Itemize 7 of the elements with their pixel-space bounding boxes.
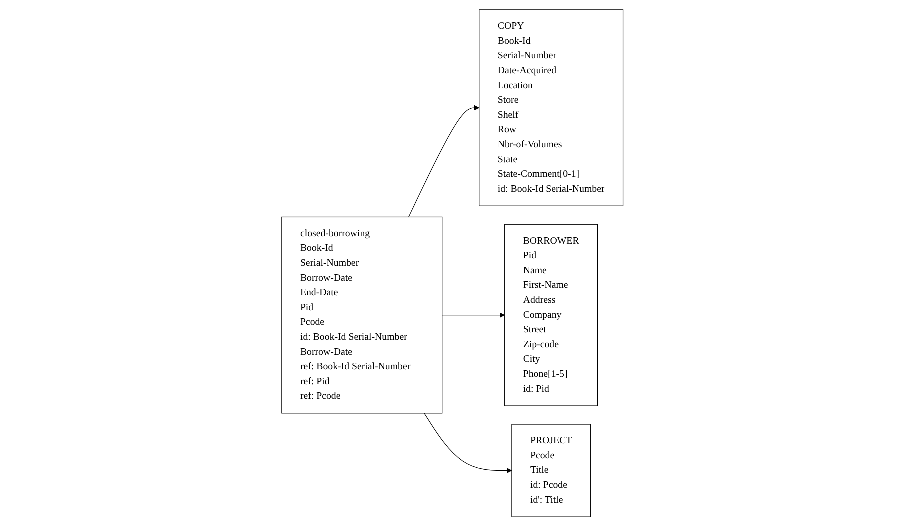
arrow — [442, 312, 505, 318]
node-box: BORROWER Pid Name First-Name Address Company Street Zip-code City Phone[1-5] id: Pid — [504, 224, 598, 406]
node-box: PROJECT Pcode Title id: Pcode id': Title — [512, 424, 591, 518]
arrow — [424, 413, 512, 474]
node-box: COPY Book-Id Serial-Number Date-Acquired Location Store Shelf Row Nbr-of-Volumes State State-Comment[0-1] id: Book-Id Serial-Number — [478, 10, 624, 206]
arrow — [408, 105, 480, 218]
node-box: closed-borrowing Book-Id Serial-Number Borrow-Date End-Date Pid Pcode id: Book-Id Serial-Number Borrow-Date ref: Book-Id Serial-Number ref: Pid ref: Pcode — [282, 216, 443, 414]
